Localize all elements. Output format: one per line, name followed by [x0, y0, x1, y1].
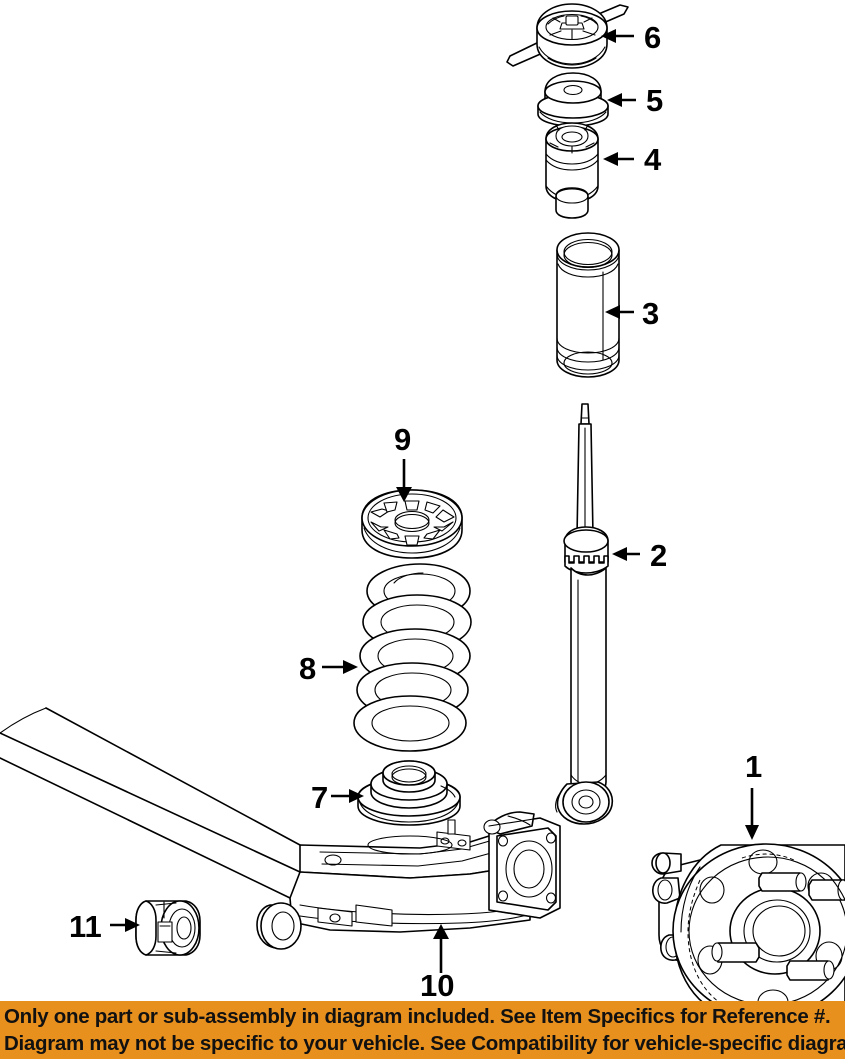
part-10-rear-axle-beam [0, 707, 561, 950]
disclaimer-line-2: Diagram may not be specific to your vehi… [4, 1032, 845, 1055]
disclaimer-line-1: Only one part or sub-assembly in diagram… [4, 1005, 831, 1028]
part-7-lower-spring-seat [357, 760, 461, 826]
part-8-coil-spring [353, 563, 472, 752]
callout-6-number: 6 [644, 20, 661, 55]
disclaimer-banner: Only one part or sub-assembly in diagram… [0, 1001, 845, 1059]
callout-4: 4 [603, 142, 662, 177]
callout-10-number: 10 [420, 968, 454, 1003]
callout-5: 5 [607, 83, 663, 118]
callout-10: 10 [420, 924, 454, 1003]
callout-1: 1 [745, 749, 762, 840]
part-5-bump-stop-cap [537, 72, 609, 127]
callout-3-number: 3 [642, 296, 659, 331]
callout-2-number: 2 [650, 538, 667, 573]
callout-11: 11 [69, 909, 140, 944]
callout-7: 7 [311, 780, 364, 815]
part-4-jounce-bumper [545, 122, 599, 219]
part-6-upper-strut-mount [506, 3, 629, 69]
callout-8: 8 [299, 651, 358, 686]
callout-5-number: 5 [646, 83, 663, 118]
part-2-shock-absorber [555, 403, 614, 825]
part-9-upper-spring-seat [361, 489, 463, 559]
callout-6: 6 [601, 20, 661, 55]
callout-9: 9 [394, 422, 412, 502]
callout-2: 2 [612, 538, 667, 573]
callout-4-number: 4 [644, 142, 662, 177]
part-11-pivot-bushing [135, 900, 201, 956]
callout-8-number: 8 [299, 651, 316, 686]
part-1-wheel-hub-bearing-assembly [651, 843, 845, 1019]
callout-3: 3 [605, 296, 659, 331]
part-3-dust-boot-tube [556, 232, 620, 378]
callout-7-number: 7 [311, 780, 328, 815]
callout-9-number: 9 [394, 422, 411, 457]
callout-11-number: 11 [69, 909, 102, 944]
callout-1-number: 1 [745, 749, 762, 784]
